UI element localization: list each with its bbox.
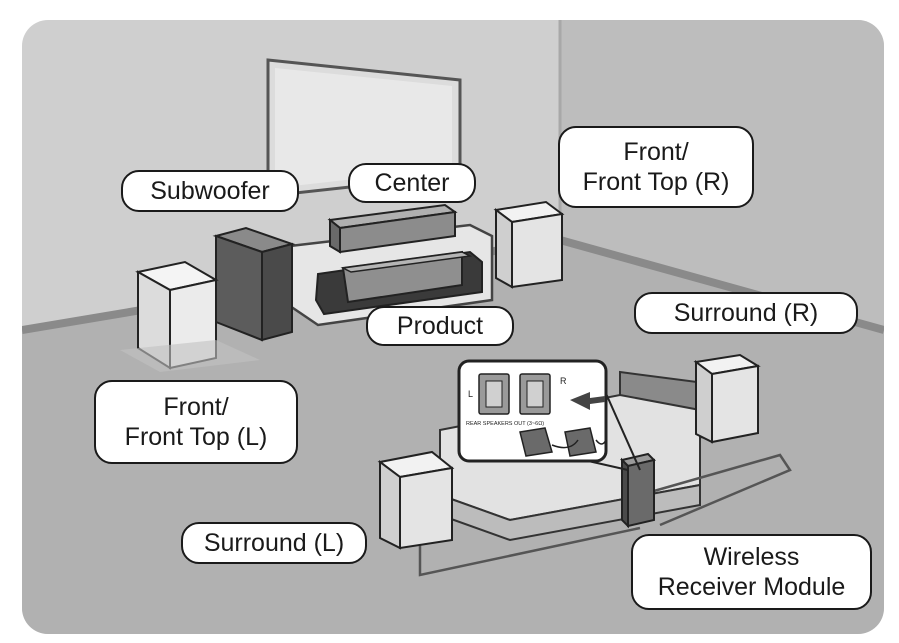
right-plug-icon	[564, 427, 597, 457]
label-product: Product	[366, 306, 514, 346]
subwoofer-speaker	[212, 226, 296, 342]
label-surround-right: Surround (R)	[634, 292, 858, 334]
tv-screen	[266, 58, 462, 198]
label-front-top-left: Front/ Front Top (L)	[94, 380, 298, 464]
front-right-speaker	[493, 200, 565, 289]
insert-arrow-icon	[570, 392, 605, 410]
surround-left-speaker	[377, 450, 455, 550]
label-surround-left: Surround (L)	[181, 522, 367, 564]
right-channel-label: R	[560, 376, 567, 386]
left-channel-label: L	[468, 389, 473, 399]
label-front-top-right: Front/ Front Top (R)	[558, 126, 754, 208]
connection-inset: L R REAR SPEAKERS OUT (3~6Ω)	[457, 359, 641, 471]
label-wireless-receiver-module: Wireless Receiver Module	[631, 534, 872, 610]
left-plug-icon	[519, 427, 553, 457]
speaker-cables	[418, 453, 792, 577]
surround-right-speaker	[693, 353, 761, 444]
label-subwoofer: Subwoofer	[121, 170, 299, 212]
center-speaker	[327, 203, 458, 254]
label-center: Center	[348, 163, 476, 203]
front-left-speaker	[120, 260, 260, 372]
port-caption: REAR SPEAKERS OUT (3~6Ω)	[466, 421, 544, 427]
wireless-receiver-module	[620, 452, 656, 529]
